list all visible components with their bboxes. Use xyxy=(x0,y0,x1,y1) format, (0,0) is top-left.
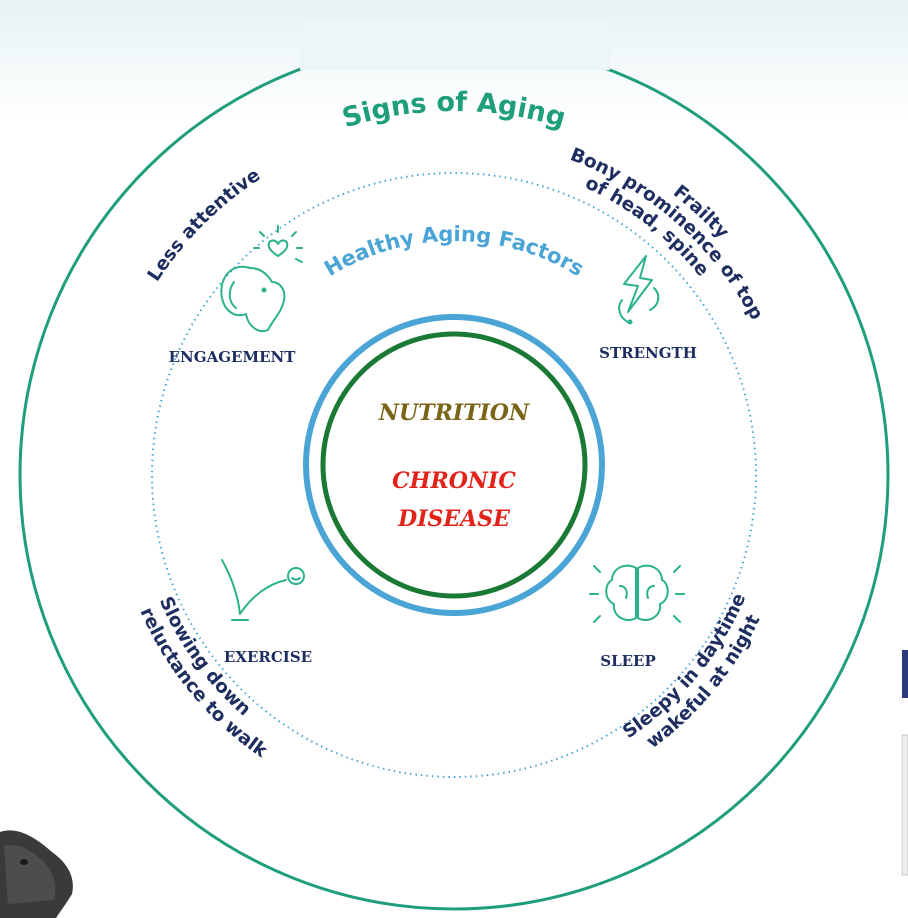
factor-exercise-label: EXERCISE xyxy=(224,648,312,666)
right-edge-panel xyxy=(902,735,908,875)
center-nutrition: NUTRITION xyxy=(378,400,530,426)
right-edge-fragment xyxy=(902,650,908,698)
green-center-ring xyxy=(323,334,585,596)
factor-sleep-label: SLEEP xyxy=(600,652,656,670)
center-disease: DISEASE xyxy=(397,506,511,532)
factor-strength-label: STRENGTH xyxy=(599,344,697,362)
center-chronic: CHRONIC xyxy=(392,468,516,494)
factor-engagement-label: ENGAGEMENT xyxy=(169,348,297,366)
outer-title-backdrop xyxy=(300,20,610,70)
